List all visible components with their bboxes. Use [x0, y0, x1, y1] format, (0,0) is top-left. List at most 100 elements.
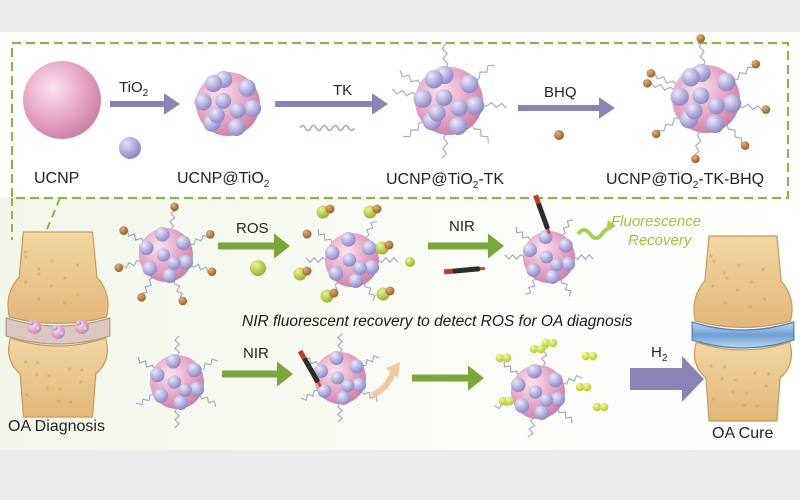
diag-nano-1-l5-ligand [141, 276, 154, 295]
stage-label-ucnp-tio2: UCNP@TiO2 [177, 170, 270, 191]
diag-nano-1-l2-ligand [189, 234, 209, 246]
cure-nano-2-l4-ligand [336, 402, 344, 423]
ucnp-tio2-tk-bhq-l5-bhq [691, 154, 700, 164]
stage-label-ucnp-tio2-tk: UCNP@TiO2-TK [386, 171, 505, 192]
h2-molecule-1-b [588, 351, 598, 361]
cure-nano-3-l3-ligand [557, 408, 573, 424]
diag-nano-1-knob0 [155, 226, 170, 242]
cure-nano-1-l5-ligand [135, 394, 155, 406]
diag-nano-2-knob2 [364, 259, 380, 275]
ucnp-tio2-tk-bhq-l0-ligand [653, 72, 678, 86]
oa-diagnosis-label: OA Diagnosis [8, 418, 105, 435]
cure-nano-2-innerknob1 [341, 379, 355, 393]
oa-diagnosis-joint-texture-upper-1 [37, 267, 41, 271]
ucnp-tio2-knob2 [243, 99, 262, 117]
ucnp-tio2-tk-bhq-l3-ligand [737, 103, 764, 112]
h2-molecule-0-a [495, 353, 505, 363]
diag-nano-1-knob3 [162, 268, 177, 284]
oa-diagnosis-joint-upper-bone [7, 231, 109, 325]
diag-nano-1-knob1 [175, 235, 191, 251]
diag-nano-1-knob5 [138, 240, 154, 256]
diag-nano-3-knob3 [545, 269, 560, 284]
arrow-nir-diagnosis [428, 233, 504, 259]
oa-diagnosis-joint-texture-upper-10 [24, 255, 28, 259]
diag-nano-1-knob4 [142, 261, 158, 276]
h2-molecule-4-a [592, 402, 602, 412]
ucnp-tio2-tk-bhq-knob2 [722, 94, 742, 113]
oa-cure-joint-texture-upper-9 [763, 297, 767, 301]
diag-nano-1-l7-ligand [126, 230, 145, 243]
stage-label-ucnp: UCNP [34, 170, 80, 187]
h2-molecule-3-a [575, 382, 585, 392]
diag-nano-3-l5-ligand [504, 253, 525, 261]
oa-cure-joint-texture-upper-1 [722, 271, 726, 275]
cure-nano-3-l4-ligand [527, 416, 536, 438]
laser-pointer-diagnosis [533, 194, 551, 235]
ucnp-tio2-tk-bhq-knob3 [705, 114, 725, 134]
oa-cure-joint-texture-lower-0 [709, 364, 713, 368]
arrow-ros [218, 233, 290, 259]
oa-cure-joint-texture-lower-9 [745, 391, 749, 395]
ros-particle-0 [250, 260, 266, 276]
cure-nano-3-l2-ligand [562, 374, 583, 385]
tio2-particle [119, 137, 141, 159]
diag-nano-2-innerknob0 [342, 253, 357, 267]
h2-molecule-0-b [502, 353, 512, 363]
ucnp-tio2-tk-bhq-l1-ligand [698, 40, 706, 68]
cure-nano-1-l1-ligand [173, 335, 181, 357]
arrow-label-bhq: BHQ [544, 84, 577, 101]
cure-nano-1-knob0 [166, 353, 181, 369]
oa-cure-joint-texture-lower-11 [767, 372, 771, 376]
oa-diagnosis-joint-texture-upper-7 [50, 259, 54, 263]
diag-nano-2-l5-ligand [305, 256, 327, 264]
joint-layer [5, 231, 795, 422]
oa-diagnosis-joint-nano-knob-2 [76, 320, 82, 326]
oa-cure-joint-texture-lower-1 [720, 377, 724, 381]
arrow-h2-big [630, 356, 704, 402]
diag-nano-2-knob4 [328, 266, 344, 281]
cure-nano-3-knob4 [514, 398, 530, 413]
cure-nano-3-knob5 [510, 377, 526, 393]
oa-diagnosis-joint-texture-upper-6 [37, 297, 41, 301]
oa-cure-joint-texture-upper-6 [724, 301, 728, 305]
oa-diagnosis-joint-texture-lower-11 [80, 368, 84, 372]
ucnp-tio2-tk-knob3 [448, 116, 468, 136]
h2-molecule-5-a [529, 344, 539, 354]
ucnp-tio2-tk-bhq-knob6 [681, 68, 700, 87]
diag-nano-2-l1-ligand [364, 220, 377, 239]
h2-molecule-1-a [581, 351, 591, 361]
cure-nano-1-innerknob0 [167, 375, 182, 389]
cure-nano-2-l1-ligand [336, 333, 344, 354]
ucnp-tio2-tk-l7-ligand [391, 88, 418, 97]
oa-diagnosis-joint-texture-upper-2 [50, 284, 54, 288]
fluorescence-label-line1: Fluorescence [611, 213, 702, 230]
oa-cure-joint-texture-upper-2 [735, 288, 739, 292]
released-bhq-4 [384, 240, 394, 250]
diag-nano-3-l0-ligand [515, 226, 531, 242]
oa-cure-joint-texture-upper-4 [761, 267, 765, 271]
h2-molecule-2-a [498, 396, 508, 406]
oa-cure-joint-texture-lower-2 [731, 390, 735, 394]
oa-cure-joint-upper-bone [693, 235, 793, 329]
oa-diagnosis-joint-nano-knob-1 [52, 325, 58, 331]
ucnp-tio2-innerknob2 [208, 107, 225, 124]
oa-diagnosis-joint-texture-lower-10 [69, 400, 73, 404]
h2-molecule-4-b [599, 402, 609, 412]
ucnp-tio2-tk-innerknob0 [435, 89, 453, 107]
oa-diagnosis-joint-texture-upper-8 [63, 276, 67, 280]
diag-nano-2-innerknob1 [353, 261, 367, 275]
diag-nano-1-l1-ligand [168, 209, 177, 231]
ucnp-tio2-tk-bhq-l4-bhq [740, 141, 750, 150]
cure-nano-1-l4-ligand [173, 407, 181, 429]
oa-diagnosis-joint-texture-upper-0 [24, 250, 28, 254]
cure-nano-3-innerknob1 [539, 393, 553, 407]
diag-nano-3-innerknob1 [550, 258, 564, 272]
cure-nano-1-knob1 [186, 362, 202, 378]
cure-nano-2-l5-ligand [300, 389, 319, 401]
oa-diagnosis-joint-texture-upper-11 [37, 272, 41, 276]
ucnp-tio2-tk-bhq-l4-ligand [726, 123, 743, 145]
released-bhq-5 [329, 288, 339, 298]
ucnp-tio2-tk-l1-ligand [441, 42, 449, 70]
oa-diagnosis-joint-nano-knob2-1 [59, 331, 65, 337]
